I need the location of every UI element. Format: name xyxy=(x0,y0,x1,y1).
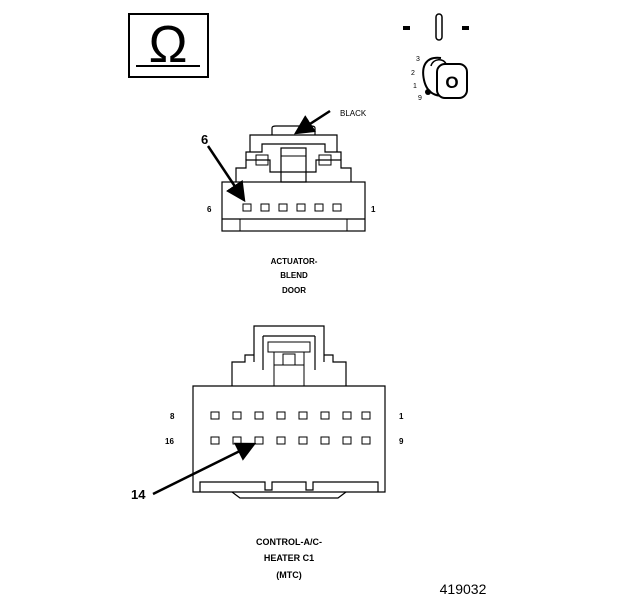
connector-2-name-line-1: CONTROL-A/C- xyxy=(256,537,322,547)
ignition-pos-3: 3 xyxy=(416,56,420,63)
connector-2-name-line-2: HEATER C1 xyxy=(264,553,314,563)
connector-1-pin-row xyxy=(242,203,342,212)
connector-1-end-pin-right: 1 xyxy=(371,205,376,214)
pin-14-arrow xyxy=(152,442,257,496)
connector-2-name-line-3: (MTC) xyxy=(276,570,302,580)
ignition-switch-icon: O 3 2 1 9 xyxy=(403,13,469,102)
connector-1-end-pin-left: 6 xyxy=(207,205,212,214)
connector-2-row-2-right: 9 xyxy=(399,437,404,446)
ignition-pos-1: 1 xyxy=(413,83,417,90)
ignition-key-label: O xyxy=(445,73,458,92)
ignition-pos-2: 2 xyxy=(411,70,415,77)
pin-14-callout: 14 xyxy=(131,487,146,502)
pin-6-callout: 6 xyxy=(201,132,208,147)
connector-1-name-line-3: DOOR xyxy=(282,286,306,295)
ohm-symbol: Ω xyxy=(149,16,188,74)
connector-control-ac-heater-c1: 8 1 16 9 14 CONTROL-A/C- HEATER C1 (MTC) xyxy=(131,325,404,580)
connector-2-row-1-left: 8 xyxy=(170,412,175,421)
figure-number: 419032 xyxy=(440,581,487,597)
connector-2-pin-row-2 xyxy=(210,436,371,445)
connector-2-row-1-right: 1 xyxy=(399,412,404,421)
connector-actuator-blend-door: 6 1 BLACK 6 ACTUATOR- BLEND DOOR xyxy=(201,109,376,295)
ohmmeter-icon: Ω xyxy=(128,13,209,78)
wire-color-arrow xyxy=(293,109,331,135)
connector-2-row-2-left: 16 xyxy=(165,437,174,446)
pin-6-arrow xyxy=(206,145,246,203)
wire-color-callout: BLACK xyxy=(340,109,367,118)
connector-1-name-line-1: ACTUATOR- xyxy=(271,257,318,266)
connector-2-pin-row-1 xyxy=(210,411,371,420)
ignition-pos-9: 9 xyxy=(418,95,422,102)
connector-1-name-line-2: BLEND xyxy=(280,271,308,280)
